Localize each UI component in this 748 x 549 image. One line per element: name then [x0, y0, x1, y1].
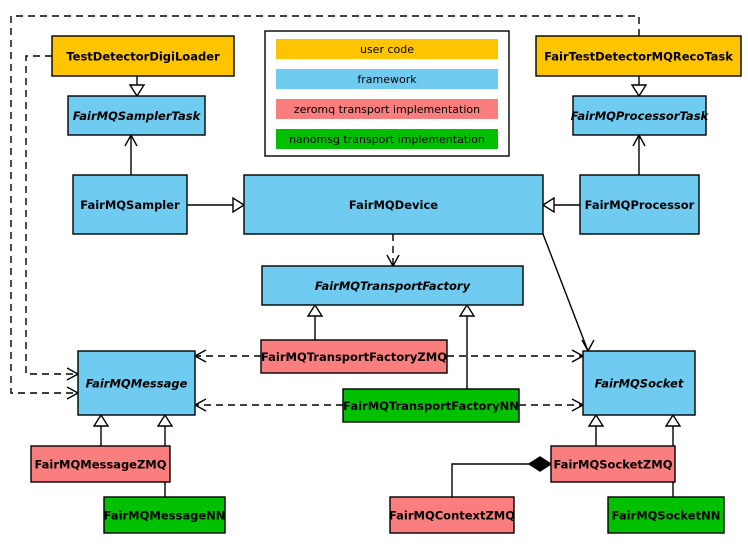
- legend-item-3: nanomsg transport implementation: [276, 129, 498, 149]
- node-layer: TestDetectorDigiLoader FairTestDetectorMQ…: [30, 35, 742, 534]
- legend-swatch-2: [276, 99, 498, 119]
- edge-contextzmq-socketzmq: [451, 463, 529, 497]
- class-node-FairMQSamplerTask[interactable]: FairMQSamplerTask: [67, 95, 206, 136]
- class-node-FairMQMessage[interactable]: FairMQMessage: [77, 350, 196, 416]
- generalization-arrowhead: [630, 84, 648, 98]
- generalization-arrowhead: [156, 413, 174, 427]
- class-node-FairMQTransportFactoryNN[interactable]: FairMQTransportFactoryNN: [342, 388, 520, 423]
- composition-diamond: [527, 456, 553, 472]
- class-box-FairTestDetectorMQRecoTask[interactable]: [535, 35, 742, 77]
- class-name-FairMQMessageNN: FairMQMessageNN: [104, 509, 226, 523]
- class-box-FairMQSocketNN[interactable]: [607, 496, 725, 534]
- class-name-FairMQSamplerTask: FairMQSamplerTask: [73, 109, 202, 123]
- generalization-arrowhead: [541, 196, 555, 214]
- class-node-FairMQTransportFactory[interactable]: FairMQTransportFactory: [261, 265, 524, 306]
- class-node-FairMQSampler[interactable]: FairMQSampler: [72, 174, 188, 235]
- class-node-FairMQMessageZMQ[interactable]: FairMQMessageZMQ: [30, 445, 171, 483]
- class-name-FairMQMessage: FairMQMessage: [86, 377, 188, 391]
- class-box-FairMQProcessorTask[interactable]: [572, 95, 707, 136]
- class-name-FairMQTransportFactoryZMQ: FairMQTransportFactoryZMQ: [261, 350, 447, 364]
- class-box-FairMQSocket[interactable]: [582, 350, 696, 416]
- class-box-FairMQTransportFactoryNN[interactable]: [342, 388, 520, 423]
- legend-swatch-0: [276, 39, 498, 59]
- class-node-FairMQSocketNN[interactable]: FairMQSocketNN: [607, 496, 725, 534]
- legend-label-1: framework: [357, 73, 417, 86]
- class-name-FairMQTransportFactory: FairMQTransportFactory: [315, 279, 471, 293]
- class-node-FairMQTransportFactoryZMQ[interactable]: FairMQTransportFactoryZMQ: [260, 339, 448, 374]
- class-box-TestDetectorDigiLoader[interactable]: [51, 35, 235, 77]
- generalization-arrowhead: [128, 84, 146, 98]
- class-node-FairMQSocketZMQ[interactable]: FairMQSocketZMQ: [550, 445, 676, 483]
- class-node-FairMQProcessorTask[interactable]: FairMQProcessorTask: [571, 95, 710, 136]
- class-node-FairMQDevice[interactable]: FairMQDevice: [243, 174, 544, 235]
- legend-item-2: zeromq transport implementation: [276, 99, 498, 119]
- class-node-FairMQMessageNN[interactable]: FairMQMessageNN: [103, 496, 226, 534]
- class-name-FairMQProcessorTask: FairMQProcessorTask: [571, 109, 710, 123]
- class-name-FairMQSocketZMQ: FairMQSocketZMQ: [554, 458, 673, 472]
- class-name-FairMQTransportFactoryNN: FairMQTransportFactoryNN: [343, 399, 519, 413]
- class-name-FairTestDetectorMQRecoTask: FairTestDetectorMQRecoTask: [544, 50, 733, 64]
- class-box-FairMQMessage[interactable]: [77, 350, 196, 416]
- class-box-FairMQTransportFactoryZMQ[interactable]: [260, 339, 448, 374]
- class-name-FairMQDevice: FairMQDevice: [349, 198, 438, 212]
- legend-swatch-3: [276, 129, 498, 149]
- generalization-arrowhead: [92, 413, 110, 427]
- class-name-FairMQMessageZMQ: FairMQMessageZMQ: [34, 458, 166, 472]
- generalization-arrowhead: [458, 303, 476, 317]
- class-node-FairTestDetectorMQRecoTask[interactable]: FairTestDetectorMQRecoTask: [535, 35, 742, 77]
- generalization-arrowhead: [232, 196, 246, 214]
- class-name-TestDetectorDigiLoader: TestDetectorDigiLoader: [66, 50, 220, 64]
- class-node-FairMQContextZMQ[interactable]: FairMQContextZMQ: [389, 496, 515, 534]
- legend-item-0: user code: [276, 39, 498, 59]
- class-box-FairMQSampler[interactable]: [72, 174, 188, 235]
- edge-recotask-message: [10, 15, 640, 394]
- generalization-arrowhead: [664, 413, 682, 427]
- generalization-arrowhead: [306, 303, 324, 317]
- class-box-FairMQMessageNN[interactable]: [103, 496, 226, 534]
- legend-label-0: user code: [360, 43, 414, 56]
- class-name-FairMQProcessor: FairMQProcessor: [585, 198, 695, 212]
- edge-digiloader-message: [25, 55, 78, 375]
- class-box-FairMQSocketZMQ[interactable]: [550, 445, 676, 483]
- class-name-FairMQSampler: FairMQSampler: [80, 198, 180, 212]
- class-name-FairMQContextZMQ: FairMQContextZMQ: [389, 509, 515, 523]
- class-box-FairMQSamplerTask[interactable]: [67, 95, 206, 136]
- class-name-FairMQSocket: FairMQSocket: [595, 377, 684, 391]
- class-box-FairMQDevice[interactable]: [243, 174, 544, 235]
- legend-swatch-1: [276, 69, 498, 89]
- legend-label-3: nanomsg transport implementation: [289, 133, 485, 146]
- class-node-FairMQProcessor[interactable]: FairMQProcessor: [579, 174, 700, 235]
- class-node-FairMQSocket[interactable]: FairMQSocket: [582, 350, 696, 416]
- class-box-FairMQMessageZMQ[interactable]: [30, 445, 171, 483]
- class-box-FairMQContextZMQ[interactable]: [389, 496, 515, 534]
- edge-device-socket: [542, 233, 589, 352]
- legend-item-1: framework: [276, 69, 498, 89]
- class-name-FairMQSocketNN: FairMQSocketNN: [612, 509, 721, 523]
- generalization-arrowhead: [587, 413, 605, 427]
- class-box-FairMQProcessor[interactable]: [579, 174, 700, 235]
- class-node-TestDetectorDigiLoader[interactable]: TestDetectorDigiLoader: [51, 35, 235, 77]
- edge-layer: [10, 15, 682, 497]
- legend-layer: user code framework zeromq transport imple…: [264, 30, 510, 157]
- legend-label-2: zeromq transport implementation: [294, 103, 480, 116]
- class-box-FairMQTransportFactory[interactable]: [261, 265, 524, 306]
